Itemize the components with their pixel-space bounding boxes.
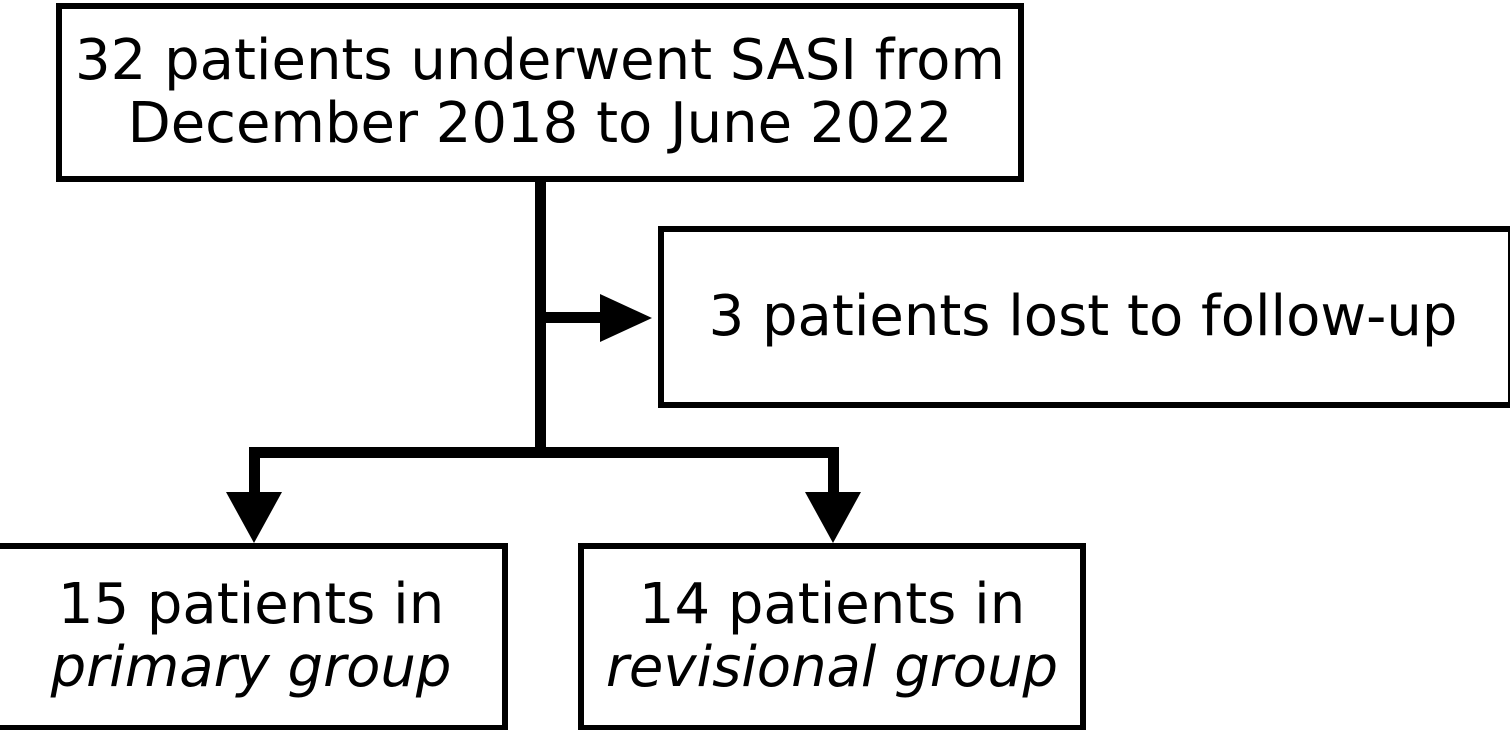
- connector-branch-bar: [249, 447, 839, 458]
- connector-drop-right: [828, 447, 839, 498]
- node-revisional-line-2: revisional group: [605, 635, 1059, 700]
- node-revisional-group: 14 patients in revisional group: [578, 543, 1086, 730]
- node-enrolled-line-1: 32 patients underwent SASI from: [75, 27, 1005, 93]
- node-primary-group: 15 patients in primary group: [0, 543, 508, 730]
- arrowhead-down-left-icon: [226, 492, 282, 543]
- node-enrolled-patients: 32 patients underwent SASI from December…: [56, 3, 1024, 182]
- connector-drop-left: [249, 447, 260, 498]
- connector-lost-stem: [541, 312, 606, 323]
- node-primary-line-2: primary group: [50, 635, 452, 700]
- arrowhead-right-icon: [600, 294, 652, 342]
- connector-trunk-vertical: [535, 179, 546, 457]
- node-primary-line-1: 15 patients in: [57, 572, 445, 638]
- node-lost-to-followup: 3 patients lost to follow-up: [658, 226, 1510, 408]
- node-enrolled-line-2: December 2018 to June 2022: [127, 90, 953, 156]
- arrowhead-down-right-icon: [805, 492, 861, 543]
- node-lost-line-1: 3 patients lost to follow-up: [708, 283, 1458, 349]
- node-revisional-line-1: 14 patients in: [638, 572, 1026, 638]
